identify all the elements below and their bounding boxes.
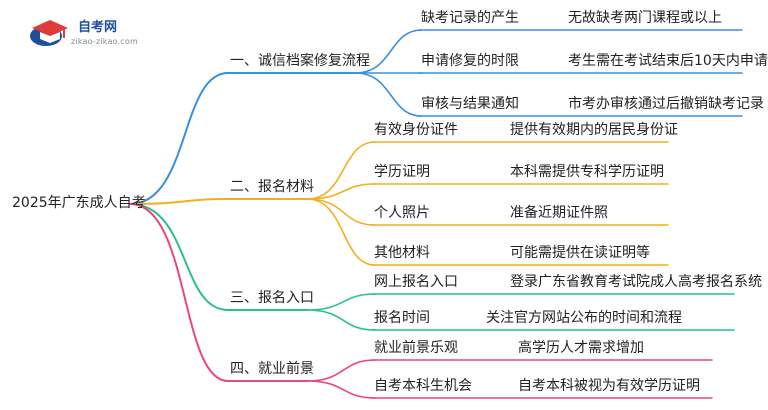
child-label: 其他材料 xyxy=(374,245,430,261)
branch-label: 四、就业前景 xyxy=(230,361,314,377)
child-label: 缺考记录的产生 xyxy=(421,10,519,26)
child-connector xyxy=(354,29,423,74)
child-detail: 提供有效期内的居民身份证 xyxy=(510,122,678,138)
child-detail: 可能需提供在读证明等 xyxy=(510,245,650,261)
child-label: 有效身份证件 xyxy=(374,122,458,138)
branch-connector xyxy=(129,203,229,382)
child-label: 自考本科生机会 xyxy=(374,378,472,394)
child-detail: 考生需在考试结束后10天内申请 xyxy=(568,53,768,69)
child-detail: 登录广东省教育考试院成人高考报名系统 xyxy=(510,274,762,290)
child-connector xyxy=(306,309,376,331)
child-label: 个人照片 xyxy=(374,205,430,221)
child-connector xyxy=(306,198,376,266)
logo xyxy=(28,14,128,54)
child-detail: 无故缺考两门课程或以上 xyxy=(568,10,722,26)
child-detail: 准备近期证件照 xyxy=(510,205,608,221)
child-connector xyxy=(306,293,376,311)
child-connector xyxy=(306,183,376,200)
branch-connector xyxy=(129,203,229,311)
child-detail: 关注官方网站公布的时间和流程 xyxy=(486,310,682,326)
branch-label: 二、报名材料 xyxy=(230,179,314,195)
logo-name: 自考网 xyxy=(78,20,118,35)
child-connector xyxy=(306,198,376,226)
child-label: 报名时间 xyxy=(374,310,430,326)
mindmap-canvas xyxy=(129,29,743,399)
child-label: 网上报名入口 xyxy=(374,274,458,290)
logo-domain: zikao-zikao.com xyxy=(71,37,138,46)
child-label: 申请修复的时限 xyxy=(421,53,519,69)
child-label: 学历证明 xyxy=(374,164,430,180)
child-connector xyxy=(306,380,376,399)
child-detail: 高学历人才需求增加 xyxy=(518,340,644,356)
root-node: 2025年广东成人自考 xyxy=(12,195,146,211)
child-connector xyxy=(354,72,423,117)
child-detail: 本科需提供专科学历证明 xyxy=(510,164,664,180)
branch-connector xyxy=(129,198,229,205)
graduation-cap-icon xyxy=(30,20,68,46)
branch-label: 一、诚信档案修复流程 xyxy=(230,53,370,69)
child-connector xyxy=(306,359,376,382)
branch-connector xyxy=(129,72,229,205)
child-detail: 自考本科被视为有效学历证明 xyxy=(518,378,700,394)
child-label: 就业前景乐观 xyxy=(374,340,458,356)
branch-label: 三、报名入口 xyxy=(230,290,314,306)
child-connector xyxy=(306,141,376,200)
child-detail: 市考办审核通过后撤销缺考记录 xyxy=(568,96,764,112)
child-label: 审核与结果通知 xyxy=(421,96,519,112)
